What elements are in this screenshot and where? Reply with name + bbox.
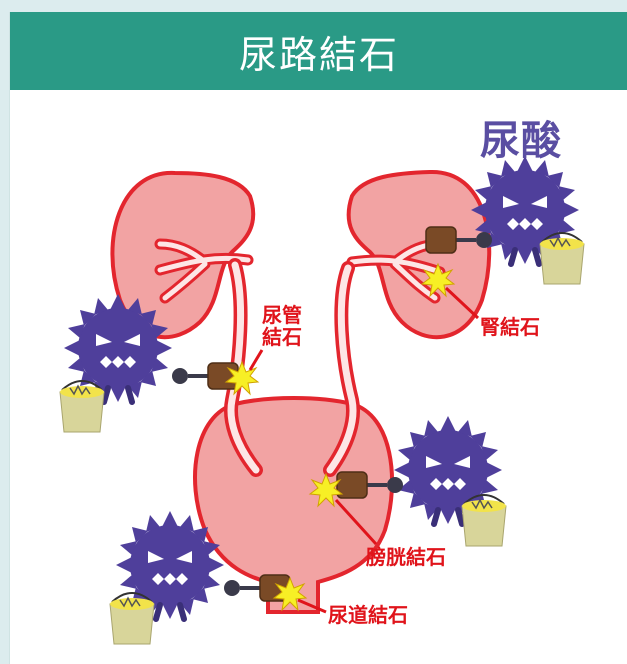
ureter-stone-label: 尿管 結石 — [262, 304, 302, 348]
hammer — [172, 363, 238, 389]
virus-left — [64, 294, 172, 402]
right-kidney — [349, 172, 490, 337]
bucket — [462, 495, 506, 546]
bucket — [110, 593, 154, 644]
bladder — [195, 398, 392, 612]
bucket — [540, 233, 584, 284]
bucket — [60, 381, 104, 432]
uric-acid-label: 尿酸 — [480, 108, 562, 166]
bladder-stone-label: 膀胱結石 — [366, 546, 446, 568]
urethra-stone-label: 尿道結石 — [328, 604, 408, 626]
kidney-stone-label: 腎結石 — [480, 316, 540, 338]
